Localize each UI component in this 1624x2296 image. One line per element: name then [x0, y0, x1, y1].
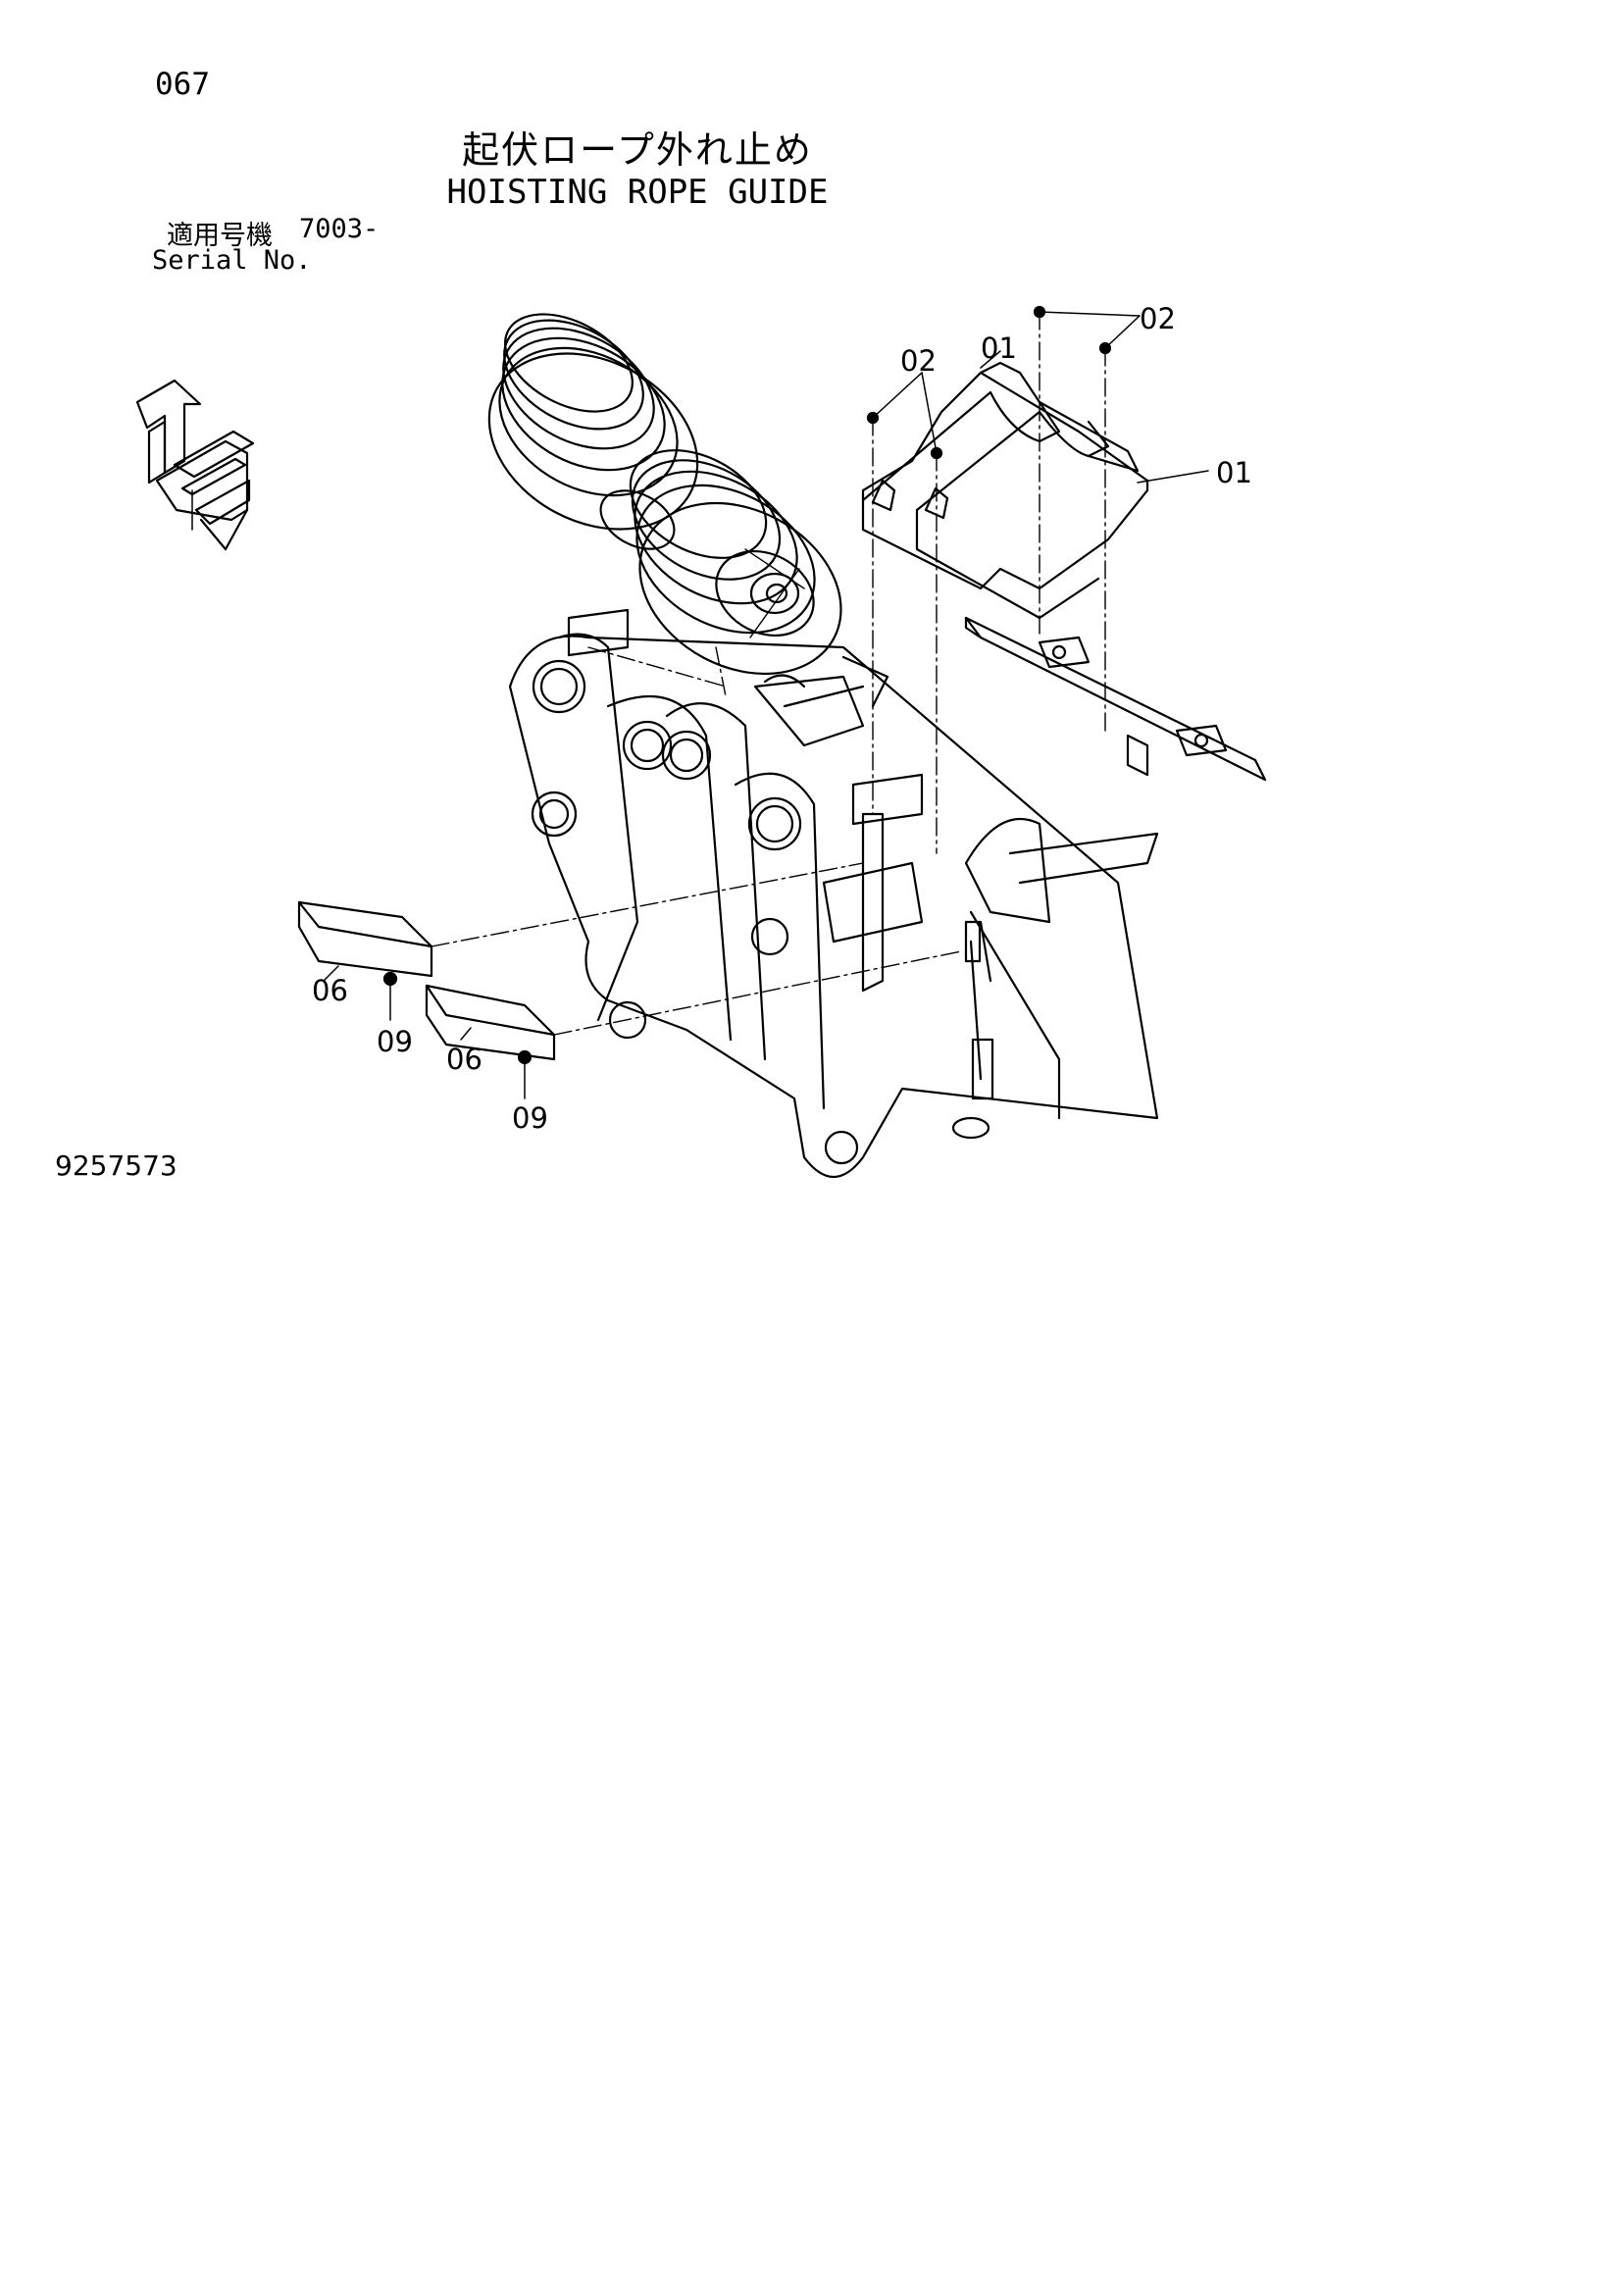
callout-label: 02: [900, 344, 937, 378]
page-number: 067: [155, 67, 210, 102]
callout-label: 06: [312, 974, 348, 1007]
assembly-lines: [431, 311, 1106, 1036]
callout-label: 02: [1140, 302, 1176, 335]
callout-label: 09: [377, 1025, 413, 1058]
mounting-rail: [964, 616, 1267, 782]
sheave-drum-assembly: [487, 313, 842, 676]
serial-label-japanese: 適用号機: [167, 221, 273, 251]
callout-label: 01: [1216, 456, 1252, 489]
drawing-number: 9257573: [55, 1149, 178, 1182]
callout-label: 06: [446, 1043, 482, 1076]
leader-lines: [323, 311, 1209, 1099]
boom-foot-frame: [508, 608, 1159, 1179]
page-title-japanese: 起伏ロープ外れ止め: [462, 128, 813, 172]
serial-number-value: 7003-: [299, 214, 380, 244]
page-title-english: HOISTING ROPE GUIDE: [446, 173, 829, 212]
orientation-arrow-icon: [135, 379, 255, 551]
side-cover-06: [297, 900, 556, 1061]
serial-label-english: Serial No.: [152, 245, 312, 276]
callout-label: 01: [981, 332, 1017, 365]
rope-guide-frame-01: [861, 361, 1149, 620]
bolts: [382, 305, 1112, 1065]
callout-label: 09: [512, 1101, 548, 1135]
